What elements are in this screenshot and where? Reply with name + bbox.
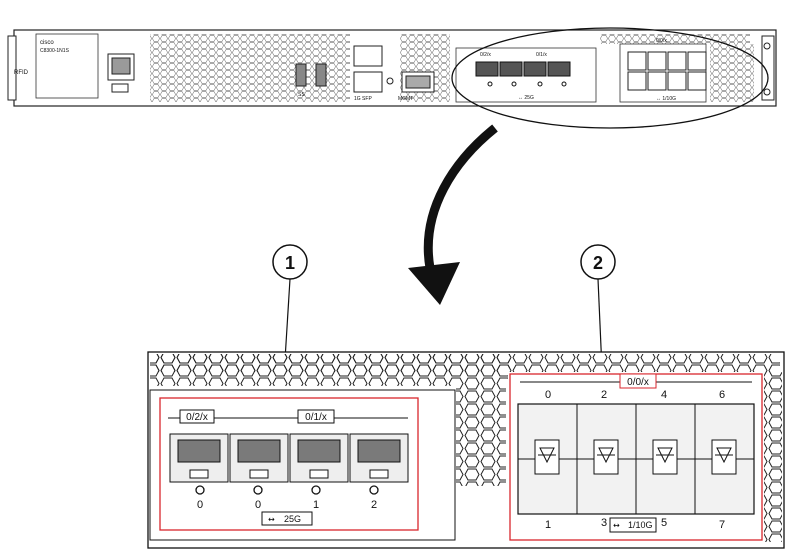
sfp-bottom-number: 5 bbox=[661, 517, 667, 529]
detail-panel: 0/2/x 0/1/x bbox=[147, 351, 785, 549]
port-25g bbox=[169, 433, 229, 483]
sfp-bottom-number: 3 bbox=[601, 517, 607, 529]
ov-port-label-a: 0/2/x bbox=[480, 52, 491, 58]
label-0-1-x: 0/1/x bbox=[305, 412, 327, 423]
sfp-top-number: 0 bbox=[545, 389, 551, 401]
chassis-overview: cisco C8300-1N1S RFID SS 1G SFP MGMT 0/2… bbox=[7, 27, 777, 129]
sfp-latch bbox=[593, 439, 619, 475]
zoom-arrow bbox=[408, 124, 498, 305]
sfp-bottom-number: 7 bbox=[719, 519, 725, 531]
led-indicator bbox=[369, 485, 379, 495]
overview-sfp-ports bbox=[627, 51, 707, 91]
port-number: 1 bbox=[313, 499, 319, 511]
port-25g bbox=[289, 433, 349, 483]
port-25g bbox=[229, 433, 289, 483]
mgmt-label: 1G SFP bbox=[354, 96, 372, 102]
label-0-2-x: 0/2/x bbox=[186, 412, 208, 423]
speed-25g: 25G bbox=[284, 514, 301, 524]
sfp-top-number: 4 bbox=[661, 389, 667, 401]
callout-2-number: 2 bbox=[593, 253, 603, 273]
ov-speed-10g: ↔ 1/10G bbox=[656, 96, 676, 102]
sfp-top-number: 2 bbox=[601, 389, 607, 401]
sfp-bottom-number: 1 bbox=[545, 519, 551, 531]
led-indicator bbox=[195, 485, 205, 495]
sfp-top-number: 6 bbox=[719, 389, 725, 401]
led-indicator bbox=[311, 485, 321, 495]
led-indicator bbox=[253, 485, 263, 495]
sfp-cage bbox=[517, 403, 755, 515]
highlight-ellipse bbox=[451, 27, 769, 129]
highlight-25g-group bbox=[159, 397, 419, 531]
port-25g bbox=[349, 433, 409, 483]
speed-10g: 1/10G bbox=[628, 520, 653, 530]
1g-label: MGMT bbox=[398, 96, 413, 102]
port-number: 2 bbox=[371, 499, 377, 511]
rfid-label: RFID bbox=[14, 70, 29, 76]
sfp-latch bbox=[652, 439, 678, 475]
model-label: C8300-1N1S bbox=[40, 48, 70, 54]
overview-25g-ports bbox=[475, 61, 571, 87]
ov-port-label-b: 0/1/x bbox=[536, 52, 547, 58]
brand-logo: cisco bbox=[40, 40, 54, 46]
sfp-latch bbox=[711, 439, 737, 475]
ov-sfp-group: 0/0/x bbox=[656, 38, 667, 44]
callout-1-number: 1 bbox=[285, 253, 295, 273]
port-number: 0 bbox=[255, 499, 261, 511]
label-0-0-x: 0/0/x bbox=[627, 377, 649, 388]
sfp-latch bbox=[534, 439, 560, 475]
arrow-25g-icon: ↔ bbox=[268, 515, 275, 524]
usb-label: SS bbox=[298, 92, 305, 98]
ov-speed-25g: ↔ 25G bbox=[518, 95, 534, 101]
ports-25g bbox=[169, 433, 409, 483]
arrow-10g-icon: ↔ bbox=[613, 521, 620, 530]
port-number: 0 bbox=[197, 499, 203, 511]
